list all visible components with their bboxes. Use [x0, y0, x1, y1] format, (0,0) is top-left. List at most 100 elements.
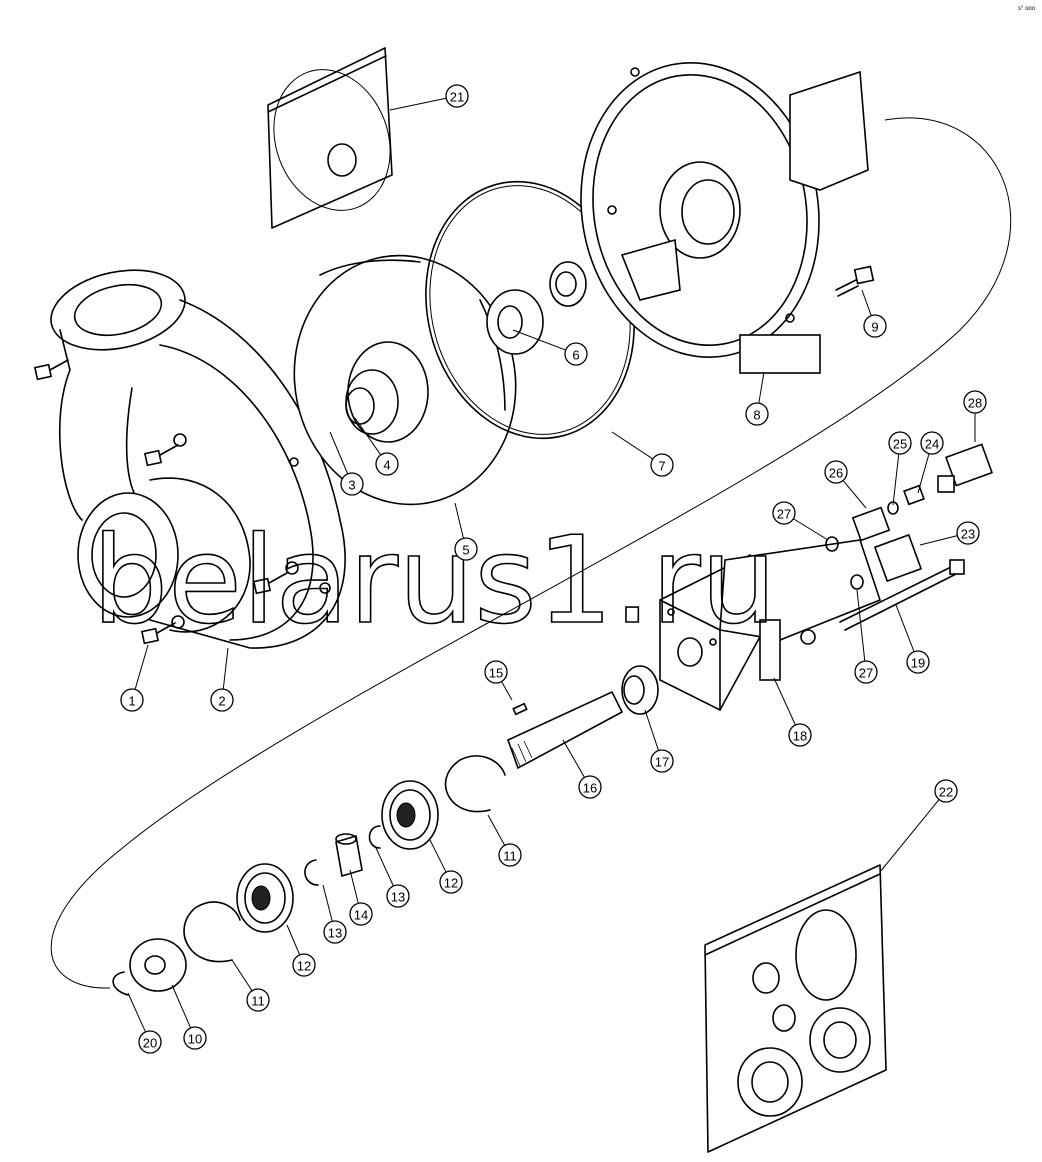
callout-label-8: 8 [753, 408, 760, 423]
callout-leader-26 [842, 480, 867, 509]
callout-label-13: 13 [328, 926, 342, 941]
callout-leader-23 [919, 535, 958, 546]
assembly-axis-line [50, 117, 1012, 989]
callout-circle-10 [183, 1026, 207, 1050]
callout-circle-25 [888, 431, 912, 455]
callout-label-22: 22 [939, 785, 953, 800]
callout-label-19: 19 [911, 656, 925, 671]
callout-label-1: 1 [128, 694, 135, 709]
hydraulic-motor-18 [659, 539, 881, 712]
gasket-kit-bag-22 [704, 864, 887, 1153]
callout-label-15: 15 [489, 666, 503, 681]
callout-leader-9 [861, 289, 872, 316]
shaft-16 [507, 690, 624, 770]
callout-label-25: 25 [893, 437, 907, 452]
callout-circle-12 [439, 870, 463, 894]
callout-leader-3 [329, 431, 349, 475]
callout-leader-24 [917, 453, 930, 494]
callout-leader-12 [429, 839, 447, 873]
bearing-12-lower [236, 863, 294, 933]
callout-label-9: 9 [871, 320, 878, 335]
seal-kit-bag-21 [267, 47, 393, 229]
callout-leader-16 [562, 739, 585, 778]
callout-leader-11 [231, 959, 253, 992]
callout-label-17: 17 [655, 755, 669, 770]
callout-leader-20 [127, 992, 146, 1033]
fitting-24 [903, 484, 925, 506]
callout-circle-26 [824, 460, 848, 484]
retaining-ring-11-lower [183, 901, 241, 963]
snap-ring-20 [112, 971, 129, 996]
callout-leader-11 [487, 814, 506, 846]
volute-casing-2 [50, 269, 346, 649]
mechanical-seal-6 [486, 261, 587, 355]
washer-10 [129, 938, 187, 992]
callout-circle-3 [340, 472, 364, 496]
key-15 [512, 702, 528, 716]
callout-label-4: 4 [383, 458, 390, 473]
callout-circle-22 [934, 779, 958, 803]
callout-leader-4 [354, 417, 382, 456]
callout-leader-13 [375, 847, 394, 887]
callout-circle-27 [772, 501, 796, 525]
callout-label-24: 24 [925, 437, 939, 452]
slinger-17 [621, 665, 659, 715]
callout-label-12: 12 [297, 959, 311, 974]
callout-circle-11 [246, 988, 270, 1012]
callout-circle-21 [445, 84, 469, 108]
callout-circle-2 [210, 688, 234, 712]
callout-circle-1 [120, 688, 144, 712]
callout-circle-4 [375, 452, 399, 476]
callout-label-23: 23 [961, 527, 975, 542]
callout-label-26: 26 [829, 466, 843, 481]
callout-label-7: 7 [658, 459, 665, 474]
callout-label-6: 6 [572, 348, 579, 363]
callout-circle-18 [788, 723, 812, 747]
callout-leader-21 [389, 97, 447, 111]
callout-circle-12 [292, 953, 316, 977]
callout-circle-11 [498, 843, 522, 867]
callout-label-10: 10 [188, 1032, 202, 1047]
callout-label-14: 14 [354, 908, 368, 923]
callout-leader-13 [322, 884, 333, 922]
oring-27 [825, 536, 864, 590]
callout-circle-14 [349, 902, 373, 926]
bearing-12-upper [381, 780, 439, 850]
callout-label-21: 21 [450, 90, 464, 105]
callout-circle-27 [854, 660, 878, 684]
watermark-text: belarus1.ru [92, 512, 777, 651]
callout-label-16: 16 [583, 781, 597, 796]
callout-circle-16 [578, 775, 602, 799]
callout-label-27: 27 [859, 666, 873, 681]
callout-leader-1 [134, 644, 149, 690]
callout-label-12: 12 [444, 876, 458, 891]
callout-leader-5 [454, 502, 464, 539]
callout-circle-7 [650, 453, 674, 477]
callout-leader-19 [895, 604, 915, 652]
callout-leader-2 [222, 647, 229, 690]
spacer-14 [335, 833, 363, 878]
callout-label-13: 13 [391, 890, 405, 905]
callout-leader-7 [611, 431, 654, 460]
callout-label-11: 11 [503, 849, 517, 864]
impeller-5 [293, 254, 517, 506]
callout-leader-27 [793, 518, 829, 541]
callout-circle-17 [650, 749, 674, 773]
snap-ring-13-lower [304, 859, 319, 886]
callout-label-27: 27 [777, 507, 791, 522]
callout-circle-23 [956, 521, 980, 545]
callout-leader-6 [512, 329, 566, 351]
callout-leader-25 [892, 453, 900, 506]
callout-circle-9 [863, 314, 887, 338]
snap-ring-13-upper [368, 825, 381, 849]
callout-label-20: 20 [143, 1036, 157, 1051]
fitting-26 [851, 506, 891, 542]
callout-leader-22 [879, 799, 940, 873]
callout-leader-18 [773, 677, 796, 726]
casing-bolts-1 [33, 359, 288, 645]
callout-leader-14 [349, 869, 359, 904]
fitting-28 [937, 443, 994, 493]
callout-circle-6 [564, 342, 588, 366]
